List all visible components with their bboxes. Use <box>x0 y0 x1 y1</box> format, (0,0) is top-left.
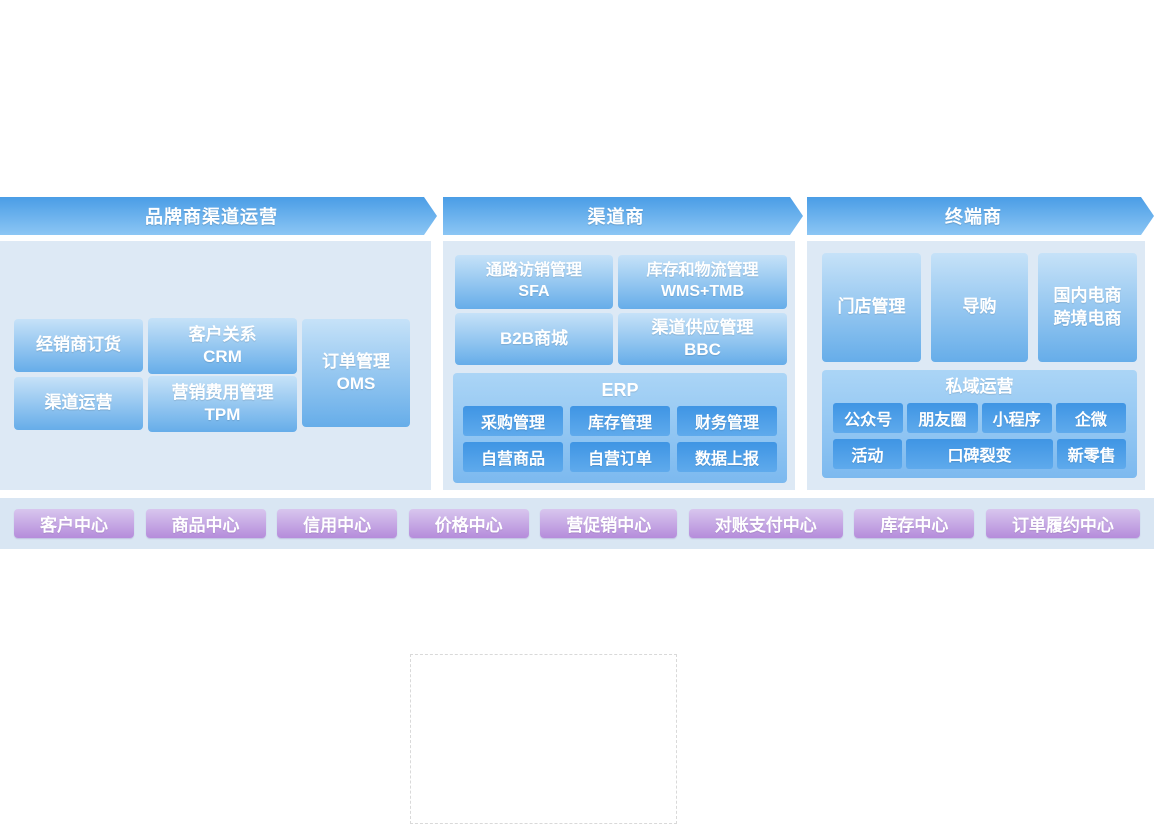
box-self-operated-orders: 自营订单 <box>570 442 670 472</box>
private-domain-row-1: 公众号 朋友圈 小程序 企微 <box>822 403 1137 433</box>
pill-credit-center: 信用中心 <box>277 509 398 538</box>
brand-panel: 经销商订货 客户关系 CRM 订单管理 OMS 渠道运营 营销费用管理 TPM <box>0 241 431 490</box>
box-store-management: 门店管理 <box>822 253 921 362</box>
chip-new-retail: 新零售 <box>1057 439 1126 469</box>
box-customer-relationship-crm: 客户关系 CRM <box>148 318 297 374</box>
box-shopping-guide: 导购 <box>931 253 1028 362</box>
box-self-operated-goods: 自营商品 <box>463 442 563 472</box>
box-data-reporting: 数据上报 <box>677 442 777 472</box>
pill-product-center: 商品中心 <box>145 509 266 538</box>
private-domain-container: 私域运营 公众号 朋友圈 小程序 企微 活动 口碑裂变 新零售 <box>822 370 1137 478</box>
pill-reconciliation-payment-center: 对账支付中心 <box>688 509 843 538</box>
channel-panel: 通路访销管理 SFA 库存和物流管理 WMS+TMB B2B商城 渠道供应管理 … <box>443 241 795 490</box>
box-channel-operation: 渠道运营 <box>14 377 143 430</box>
box-marketing-expense-tpm: 营销费用管理 TPM <box>148 376 297 432</box>
private-domain-title: 私域运营 <box>945 377 1014 396</box>
erp-container: ERP 采购管理 库存管理 财务管理 自营商品 自营订单 数据上报 <box>453 373 787 483</box>
chip-official-account: 公众号 <box>833 403 904 433</box>
chip-word-of-mouth-fission: 口碑裂变 <box>905 439 1054 469</box>
pill-order-fulfillment-center: 订单履约中心 <box>985 509 1140 538</box>
chip-activity: 活动 <box>833 439 902 469</box>
pill-marketing-promotion-center: 营促销中心 <box>540 509 678 538</box>
terminal-panel: 门店管理 导购 国内电商 跨境电商 私域运营 公众号 朋友圈 小程序 企微 活动… <box>807 241 1145 490</box>
pill-price-center: 价格中心 <box>408 509 529 538</box>
private-domain-row-2: 活动 口碑裂变 新零售 <box>822 439 1137 469</box>
empty-dashed-box <box>410 654 677 824</box>
banner-terminal-dealer: 终端商 <box>807 197 1154 235</box>
banner-channel-dealer: 渠道商 <box>443 197 803 235</box>
pill-inventory-center: 库存中心 <box>854 509 975 538</box>
pill-customer-center: 客户中心 <box>14 509 134 538</box>
box-warehouse-logistics-wms-tmb: 库存和物流管理 WMS+TMB <box>618 255 787 309</box>
chip-mini-program: 小程序 <box>981 403 1052 433</box>
erp-row-1: 采购管理 库存管理 财务管理 <box>453 406 787 436</box>
box-route-sales-sfa: 通路访销管理 SFA <box>455 255 613 309</box>
box-dealer-ordering: 经销商订货 <box>14 319 143 372</box>
box-order-management-oms: 订单管理 OMS <box>302 319 410 427</box>
box-purchase-management: 采购管理 <box>463 406 563 436</box>
box-inventory-management: 库存管理 <box>570 406 670 436</box>
box-domestic-crossborder-ecommerce: 国内电商 跨境电商 <box>1038 253 1137 362</box>
chip-wecom: 企微 <box>1055 403 1126 433</box>
service-centers-strip: 客户中心 商品中心 信用中心 价格中心 营促销中心 对账支付中心 库存中心 订单… <box>0 498 1154 549</box>
chip-moments: 朋友圈 <box>907 403 978 433</box>
banner-brand-channel-operations: 品牌商渠道运营 <box>0 197 437 235</box>
box-finance-management: 财务管理 <box>677 406 777 436</box>
erp-row-2: 自营商品 自营订单 数据上报 <box>453 442 787 472</box>
box-channel-supply-bbc: 渠道供应管理 BBC <box>618 313 787 365</box>
erp-title: ERP <box>601 380 639 400</box>
box-b2b-mall: B2B商城 <box>455 313 613 365</box>
